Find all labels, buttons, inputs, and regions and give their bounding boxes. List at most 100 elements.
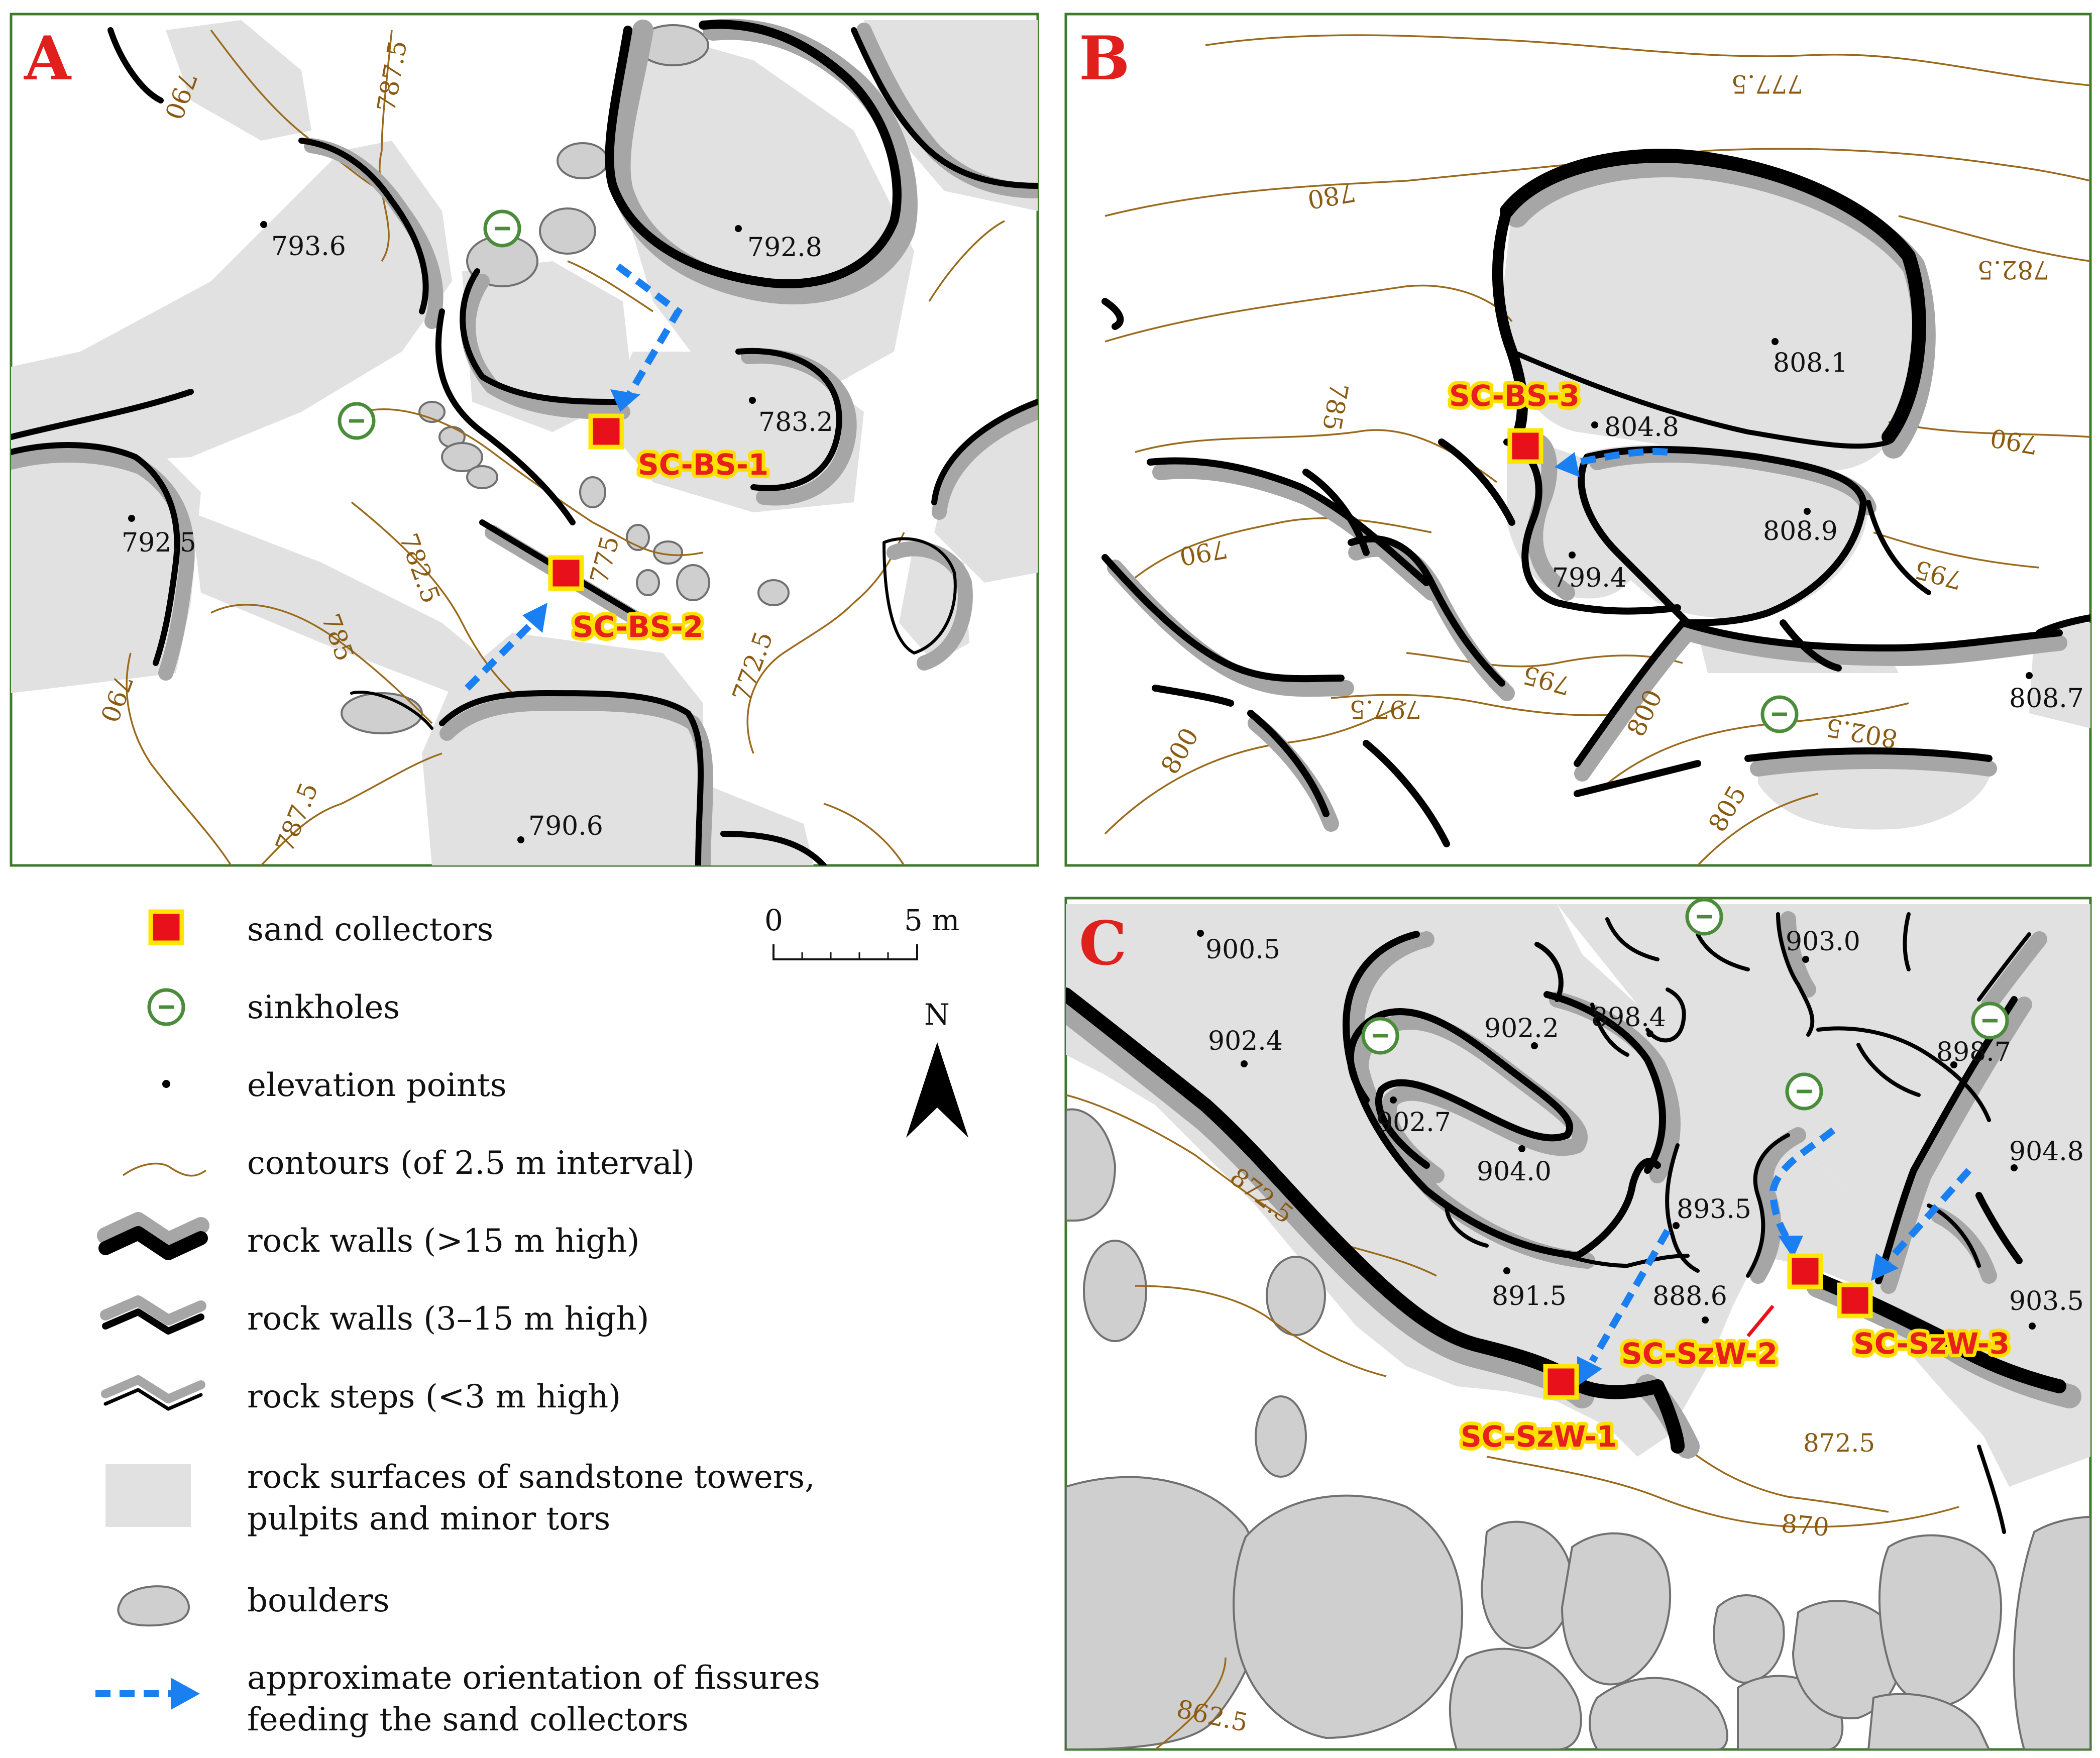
sinkhole-icon [1361, 1017, 1399, 1055]
elevation-label: 792.8 [747, 233, 822, 263]
legend-label: pulpits and minor tors [247, 1500, 610, 1537]
legend-label: rock surfaces of sandstone towers, [247, 1459, 815, 1496]
elevation-label: 792.5 [122, 528, 196, 558]
elevation-label: 804.8 [1604, 412, 1679, 443]
elevation-points-b [1569, 338, 2033, 679]
contour-label: 782.5 [1977, 255, 2049, 284]
north-arrow: N [906, 998, 968, 1138]
elevation-label: 898.7 [1936, 1037, 2011, 1067]
fissure-arrowhead [522, 603, 547, 633]
collector-label: SC-BS-1 [638, 448, 768, 482]
mid-wall-icon [100, 1295, 206, 1335]
legend-label: approximate orientation of fissures [247, 1660, 820, 1697]
elevation-label: 893.5 [1677, 1194, 1751, 1225]
walls-b [1101, 149, 2090, 847]
contour-label: 797.5 [1350, 695, 1421, 724]
elevation-point-icon [162, 1080, 170, 1088]
elevation-points-c [1197, 930, 2036, 1330]
elevation-label: 799.4 [1552, 563, 1627, 593]
elevation-label: 902.2 [1484, 1014, 1559, 1044]
collector-icon [148, 909, 184, 945]
fissure-arrow-sc-bs-1 [615, 263, 683, 399]
collector-label: SC-BS-3 [1449, 379, 1580, 413]
fissure-arrow-icon [95, 1678, 200, 1710]
legend-label: sand collectors [247, 911, 493, 948]
fissure-arrow-sc-szw-3 [1886, 1168, 1972, 1263]
panel-b-frame [1064, 13, 2092, 867]
scale-end-label: 5 m [904, 903, 959, 937]
fissure-arrowhead [1555, 452, 1580, 477]
boulders-c [1066, 1108, 2090, 1749]
sinkhole-icon [147, 988, 185, 1026]
fissures-b [1555, 448, 1668, 477]
sinkhole-icon [483, 209, 521, 248]
sand-collector-sc-szw-3 [1837, 1282, 1873, 1319]
legend-label: rock walls (3–15 m high) [247, 1300, 649, 1338]
elevation-label: 888.6 [1652, 1281, 1727, 1311]
elevation-label: 902.4 [1208, 1026, 1283, 1056]
legend-label: boulders [247, 1582, 389, 1619]
panel-c-letter: C [1079, 908, 1127, 979]
rock-surface-icon [105, 1464, 191, 1527]
step-icon [101, 1375, 205, 1411]
fissure-arrow-sc-szw-2 [1769, 1127, 1836, 1243]
scale-start-label: 0 [764, 903, 783, 937]
panel-a-letter: A [24, 23, 72, 94]
sand-collector-sc-szw-2 [1787, 1253, 1823, 1289]
elevation-label: 808.7 [2009, 684, 2084, 714]
panel-b-letter: B [1079, 23, 1130, 94]
sinkhole-icon [338, 402, 376, 440]
sinkhole-icon [1785, 1072, 1823, 1111]
north-label: N [924, 998, 950, 1032]
rock-surfaces-a [11, 20, 1038, 865]
scale-bar: 0 5 m [764, 903, 959, 960]
sinkhole-icon [1685, 898, 1723, 936]
collector-label: SC-SzW-3 [1853, 1327, 2010, 1361]
rock-surfaces-b [1502, 161, 2090, 830]
contour-label: 872.5 [1803, 1429, 1875, 1458]
fissure-arrowhead [1778, 1236, 1803, 1258]
elevation-label: 808.9 [1763, 516, 1838, 546]
collector-label: SC-SzW-1 [1461, 1419, 1617, 1454]
contour-label: 870 [1780, 1509, 1830, 1542]
elevation-label: 808.1 [1773, 348, 1848, 378]
boulder-icon [117, 1585, 190, 1627]
legend-label: rock walls (>15 m high) [247, 1223, 639, 1260]
legend-label: contours (of 2.5 m interval) [247, 1145, 695, 1182]
north-arrow-icon [906, 1042, 968, 1138]
legend-label: sinkholes [247, 989, 400, 1026]
elevation-label: 790.6 [528, 811, 603, 841]
elevation-label: 903.5 [2009, 1286, 2084, 1316]
elevation-points-a [128, 221, 756, 843]
boulders-a [341, 24, 790, 734]
collector-leader-line [1746, 1304, 1775, 1338]
elevation-label: 904.0 [1477, 1157, 1552, 1187]
sinkhole-icon [1760, 695, 1799, 733]
walls-c [1066, 912, 2066, 1534]
sand-collector-sc-bs-1 [588, 413, 624, 450]
fissure-arrowhead [1871, 1253, 1899, 1281]
fissure-arrowhead [610, 389, 640, 412]
collector-label: SC-BS-2 [573, 610, 703, 644]
contours-c [1066, 1094, 1959, 1749]
high-wall-icon [97, 1212, 209, 1260]
elevation-label: 891.5 [1492, 1281, 1567, 1311]
fissure-arrow-sc-bs-3 [1576, 448, 1668, 466]
fissures-a [465, 263, 683, 691]
legend-label: rock steps (<3 m high) [247, 1378, 621, 1415]
panel-b: B SC-BS-3 808.1 804.8 808.9 799.4 808.7 … [1064, 13, 2092, 867]
legend: sand collectors sinkholes elevation poin… [95, 909, 820, 1738]
legend-label: feeding the sand collectors [247, 1701, 689, 1738]
contour-label: 777.5 [1731, 69, 1803, 98]
elevation-label: 898.4 [1591, 1003, 1666, 1033]
elevation-label: 783.2 [758, 407, 833, 437]
fissure-arrowhead [1577, 1356, 1602, 1386]
collector-label: SC-SzW-2 [1621, 1337, 1778, 1371]
elevation-label: 793.6 [271, 232, 346, 262]
sand-collector-sc-bs-3 [1507, 428, 1543, 464]
elevation-label: 900.5 [1205, 935, 1280, 965]
elevation-label: 904.8 [2009, 1137, 2084, 1167]
fissure-arrow-sc-bs-2 [465, 620, 535, 691]
panel-a: A SC-BS-1 SC-BS-2 793.6 792.8 783.2 792.… [10, 13, 1039, 867]
